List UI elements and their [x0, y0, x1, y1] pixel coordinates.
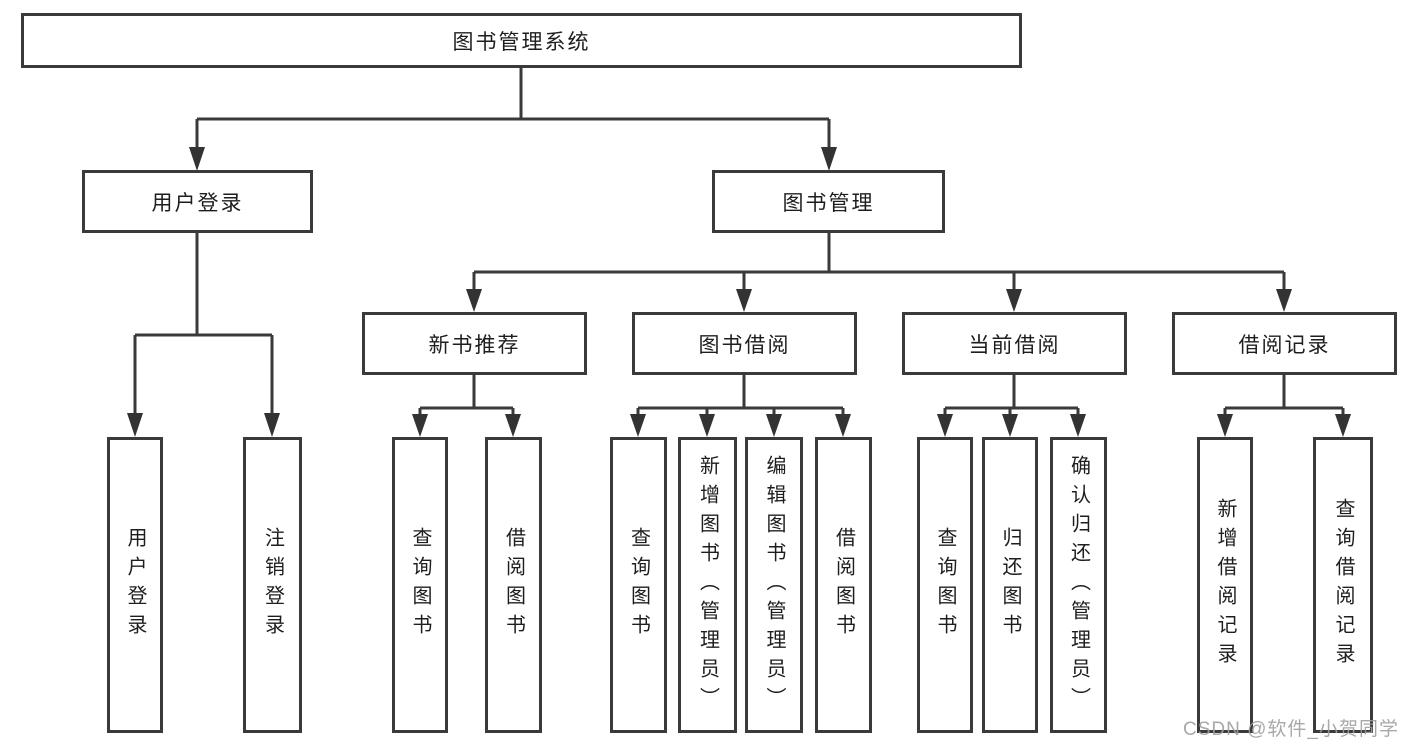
- node-book-borrow: 图书借阅: [632, 312, 857, 375]
- node-root-system: 图书管理系统: [21, 13, 1022, 68]
- connector-current-borrow-to-leaves: [937, 375, 1086, 437]
- leaf-nbr-borrow-books: 借阅图书: [485, 437, 542, 733]
- connector-borrow-records-to-leaves: [1217, 375, 1351, 437]
- node-user-login: 用户登录: [82, 170, 313, 233]
- connector-user-login-to-leaves: [127, 233, 280, 437]
- leaf-cb-confirm-return-admin: 确认归还（管理员）: [1050, 437, 1107, 733]
- node-current-borrow: 当前借阅: [902, 312, 1127, 375]
- leaf-bb-borrow-books: 借阅图书: [815, 437, 872, 733]
- leaf-cb-query-books: 查询图书: [917, 437, 973, 733]
- node-new-book-recommend: 新书推荐: [362, 312, 587, 375]
- connector-root-to-level2: [189, 68, 837, 171]
- connector-new-book-recommend-to-leaves: [412, 375, 521, 437]
- node-book-management: 图书管理: [712, 170, 945, 233]
- leaf-bb-edit-books-admin: 编辑图书（管理员）: [745, 437, 803, 733]
- leaf-user-login: 用户登录: [107, 437, 163, 733]
- connector-book-borrow-to-leaves: [630, 375, 851, 437]
- leaf-nbr-query-books: 查询图书: [392, 437, 448, 733]
- leaf-br-query-borrow-record: 查询借阅记录: [1313, 437, 1373, 733]
- connector-book-management-to-level3: [466, 233, 1292, 312]
- node-borrow-records: 借阅记录: [1172, 312, 1397, 375]
- leaf-cb-return-books: 归还图书: [982, 437, 1038, 733]
- leaf-logout: 注销登录: [243, 437, 302, 733]
- leaf-bb-add-books-admin: 新增图书（管理员）: [678, 437, 737, 733]
- leaf-bb-query-books: 查询图书: [610, 437, 667, 733]
- leaf-br-add-borrow-record: 新增借阅记录: [1197, 437, 1253, 733]
